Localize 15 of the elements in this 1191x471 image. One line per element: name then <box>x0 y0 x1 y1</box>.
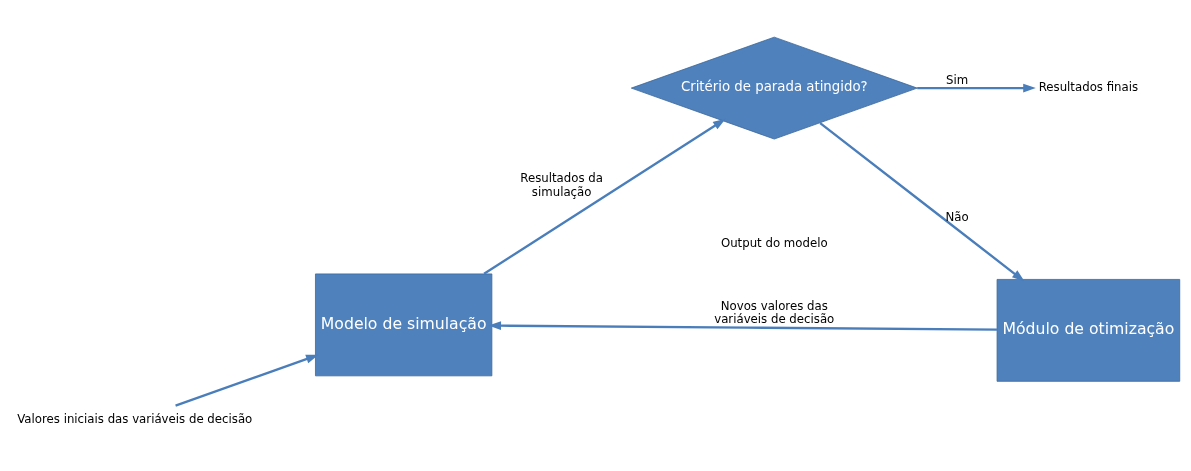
arrow <box>175 354 319 407</box>
label: Output do modelo <box>720 235 828 250</box>
arrow <box>488 321 997 331</box>
arrow <box>819 122 1025 282</box>
node-text: Valores iniciais das variáveis de decisão <box>17 411 253 426</box>
edge-label: Novos valores das variáveis de decisão <box>714 298 835 327</box>
edge-label: Resultados da simulação <box>520 171 603 199</box>
edge-label: Sim <box>945 73 969 88</box>
node-diamond: Critério de parada atingido? <box>630 36 918 140</box>
node-box: Módulo de otimização <box>996 279 1181 382</box>
arrow <box>483 118 726 275</box>
arrow <box>917 83 1036 93</box>
node-box: Modelo de simulação <box>315 273 493 377</box>
node-text: Resultados finais <box>1038 79 1139 94</box>
edge-label: Não <box>945 209 969 224</box>
